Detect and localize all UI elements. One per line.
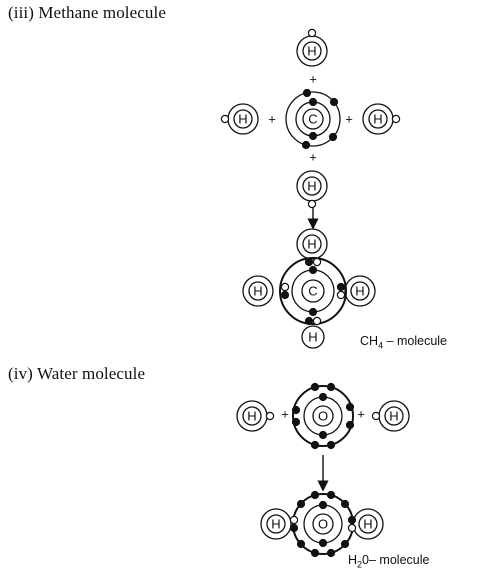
h2o-oxygen-valence-electron: [310, 490, 320, 500]
ch4-carbon-inner-electron: [308, 265, 318, 275]
h2o-shared-electron: [289, 523, 299, 533]
hydrogen-right-label: H: [373, 112, 382, 127]
oxygen-valence-electron: [310, 440, 320, 450]
h2o-shared-electron: [289, 515, 299, 525]
h2o-hydrogen-right-nucleus: [358, 514, 378, 534]
h2o-oxygen-valence-electron: [340, 499, 350, 509]
carbon-valence-electron: [329, 97, 339, 107]
water-hydrogen-left-nucleus: [242, 406, 262, 426]
ch4-hydrogen-left-label: H: [253, 284, 262, 299]
h2o-oxygen-inner-electron: [318, 500, 328, 510]
oxygen-nucleus: [312, 405, 334, 427]
oxygen-outer-shell: [292, 385, 354, 447]
ch4-hydrogen-right-nucleus: [350, 281, 370, 301]
h2o-shared-electron: [347, 523, 357, 533]
ch4-hydrogen-bottom-shell: [301, 325, 325, 349]
carbon-valence-electron: [302, 88, 312, 98]
carbon-valence-electron: [301, 140, 311, 150]
water-heading: (iv) Water molecule: [8, 364, 146, 383]
water-plus-right: +: [357, 407, 365, 422]
ch4-hydrogen-top-label: H: [307, 237, 316, 252]
ch4-hydrogen-left-nucleus: [248, 281, 268, 301]
h2o-shared-electron: [347, 515, 357, 525]
ch4-hydrogen-top-nucleus: [302, 234, 322, 254]
hydrogen-bottom-label: H: [307, 179, 316, 194]
carbon-inner-electron: [308, 97, 318, 107]
plus-bottom: +: [309, 150, 317, 165]
water-plus-left: +: [281, 407, 289, 422]
h2o-oxygen-valence-electron: [326, 490, 336, 500]
ch4-shared-electron: [304, 316, 314, 326]
ch4-carbon-outer-shell: [279, 257, 347, 325]
h2o-oxygen-valence-electron: [310, 548, 320, 558]
hydrogen-bottom-electron: [307, 199, 317, 209]
oxygen-valence-electron: [291, 405, 301, 415]
ch4-caption: CH4 – molecule: [360, 334, 448, 351]
oxygen-valence-electron: [326, 382, 336, 392]
ch4-shared-electron: [336, 282, 346, 292]
h2o-oxygen-nucleus: [312, 513, 334, 535]
oxygen-valence-electron: [345, 402, 355, 412]
hydrogen-right-nucleus: [368, 109, 388, 129]
ch4-shared-electron: [336, 290, 346, 300]
carbon-valence-electron: [328, 132, 338, 142]
hydrogen-right-electron: [391, 114, 401, 124]
h2o-caption: H20– molecule: [348, 553, 430, 570]
carbon-label: C: [308, 112, 317, 127]
carbon-nucleus: [302, 108, 324, 130]
water-hydrogen-right-nucleus: [384, 406, 404, 426]
h2o-hydrogen-right-label: H: [363, 517, 372, 532]
ch4-carbon-inner-electron: [308, 307, 318, 317]
oxygen-label: O: [318, 409, 328, 424]
hydrogen-left-electron: [220, 114, 230, 124]
water-hydrogen-right-label: H: [389, 409, 398, 424]
ch4-hydrogen-left-shell: [242, 275, 274, 307]
hydrogen-left-nucleus: [233, 109, 253, 129]
plus-top: +: [309, 72, 317, 87]
h2o-oxygen-valence-electron: [296, 539, 306, 549]
oxygen-valence-electron: [291, 417, 301, 427]
oxygen-valence-electron: [345, 420, 355, 430]
ch4-shared-electron: [280, 282, 290, 292]
h2o-oxygen-valence-electron: [340, 539, 350, 549]
methane-heading: (iii) Methane molecule: [8, 3, 166, 22]
ch4-hydrogen-top-shell: [296, 228, 328, 260]
oxygen-inner-electron: [318, 430, 328, 440]
plus-right: +: [345, 112, 353, 127]
oxygen-valence-electron: [310, 382, 320, 392]
ch4-shared-electron: [280, 290, 290, 300]
plus-left: +: [268, 112, 276, 127]
h2o-hydrogen-left-shell: [260, 508, 292, 540]
ch4-hydrogen-right-label: H: [355, 284, 364, 299]
hydrogen-bottom-nucleus: [302, 176, 322, 196]
oxygen-valence-electron: [326, 440, 336, 450]
hydrogen-top-nucleus: [302, 41, 322, 61]
ch4-shared-electron: [304, 257, 314, 267]
ch4-carbon-nucleus: [301, 279, 325, 303]
hydrogen-left-label: H: [238, 112, 247, 127]
hydrogen-top-electron: [307, 28, 317, 38]
h2o-oxygen-label: O: [318, 517, 328, 532]
h2o-hydrogen-left-nucleus: [266, 514, 286, 534]
carbon-outer-shell: [285, 91, 341, 147]
oxygen-inner-electron: [318, 392, 328, 402]
ch4-shared-electron: [312, 316, 322, 326]
hydrogen-top-label: H: [307, 44, 316, 59]
ch4-carbon-label: C: [308, 284, 317, 299]
ch4-shared-electron: [312, 257, 322, 267]
h2o-oxygen-valence-electron: [296, 499, 306, 509]
carbon-inner-electron: [308, 131, 318, 141]
water-hydrogen-left-electron: [265, 411, 275, 421]
ch4-hydrogen-right-shell: [344, 275, 376, 307]
h2o-hydrogen-left-label: H: [271, 517, 280, 532]
ch4-hydrogen-bottom-label: H: [308, 330, 317, 345]
h2o-oxygen-inner-electron: [318, 538, 328, 548]
water-hydrogen-right-electron: [371, 411, 381, 421]
water-hydrogen-left-label: H: [247, 409, 256, 424]
h2o-oxygen-valence-electron: [326, 548, 336, 558]
